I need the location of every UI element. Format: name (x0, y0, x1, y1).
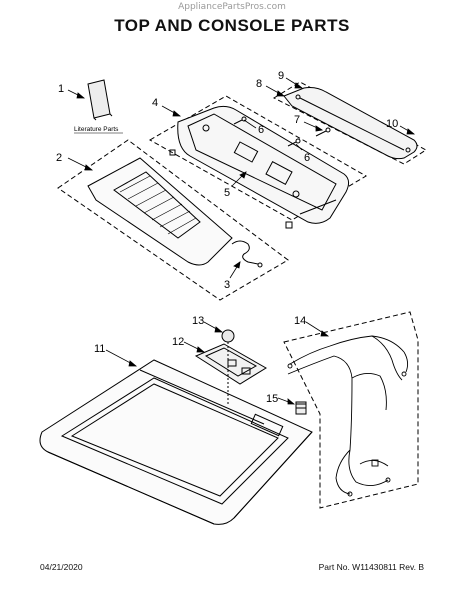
footer-part-number: Part No. W11430811 Rev. B (318, 562, 424, 572)
callout-9: 9 (278, 70, 284, 82)
watermark-text: AppliancePartsPros.com (178, 2, 286, 12)
wire-harness-outline (283, 311, 419, 509)
screw-part-7 (315, 127, 331, 137)
footer-date: 04/21/2020 (40, 562, 83, 572)
literature-booklet (87, 79, 113, 121)
callout-14: 14 (294, 315, 306, 327)
page-title: TOP AND CONSOLE PARTS (114, 16, 350, 35)
callout-2: 2 (56, 152, 62, 164)
control-board (194, 343, 267, 385)
screw-part-6a (233, 116, 247, 125)
callout-5: 5 (224, 187, 230, 199)
callout-15: 15 (266, 393, 278, 405)
harness-plug (295, 401, 307, 415)
callout-10: 10 (386, 118, 398, 130)
callout-4: 4 (152, 97, 158, 109)
callout-12: 12 (172, 336, 184, 348)
console-housing-outline (148, 95, 367, 221)
console-cable (231, 240, 263, 268)
wire-harness (287, 335, 409, 497)
callout-6a: 6 (258, 124, 264, 136)
console-overlay-panel (87, 157, 233, 266)
washer-top-panel (39, 359, 313, 525)
leader-lines (67, 77, 416, 405)
screw-part-6b (287, 138, 301, 147)
callout-numbers: 1 2 3 4 5 6 6 7 8 9 10 11 12 13 14 15 (56, 70, 398, 405)
console-housing (169, 105, 350, 229)
console-panel-outline (57, 139, 289, 301)
console-bracket (283, 87, 418, 160)
knob-shaft (221, 329, 235, 404)
callout-13: 13 (192, 315, 204, 327)
callout-6b: 6 (304, 152, 310, 164)
callout-11: 11 (94, 343, 105, 355)
literature-parts-label: Literature Parts (74, 126, 119, 133)
callout-3: 3 (224, 279, 230, 291)
callout-1: 1 (58, 83, 64, 95)
callout-7: 7 (294, 114, 300, 126)
callout-8: 8 (256, 78, 262, 90)
